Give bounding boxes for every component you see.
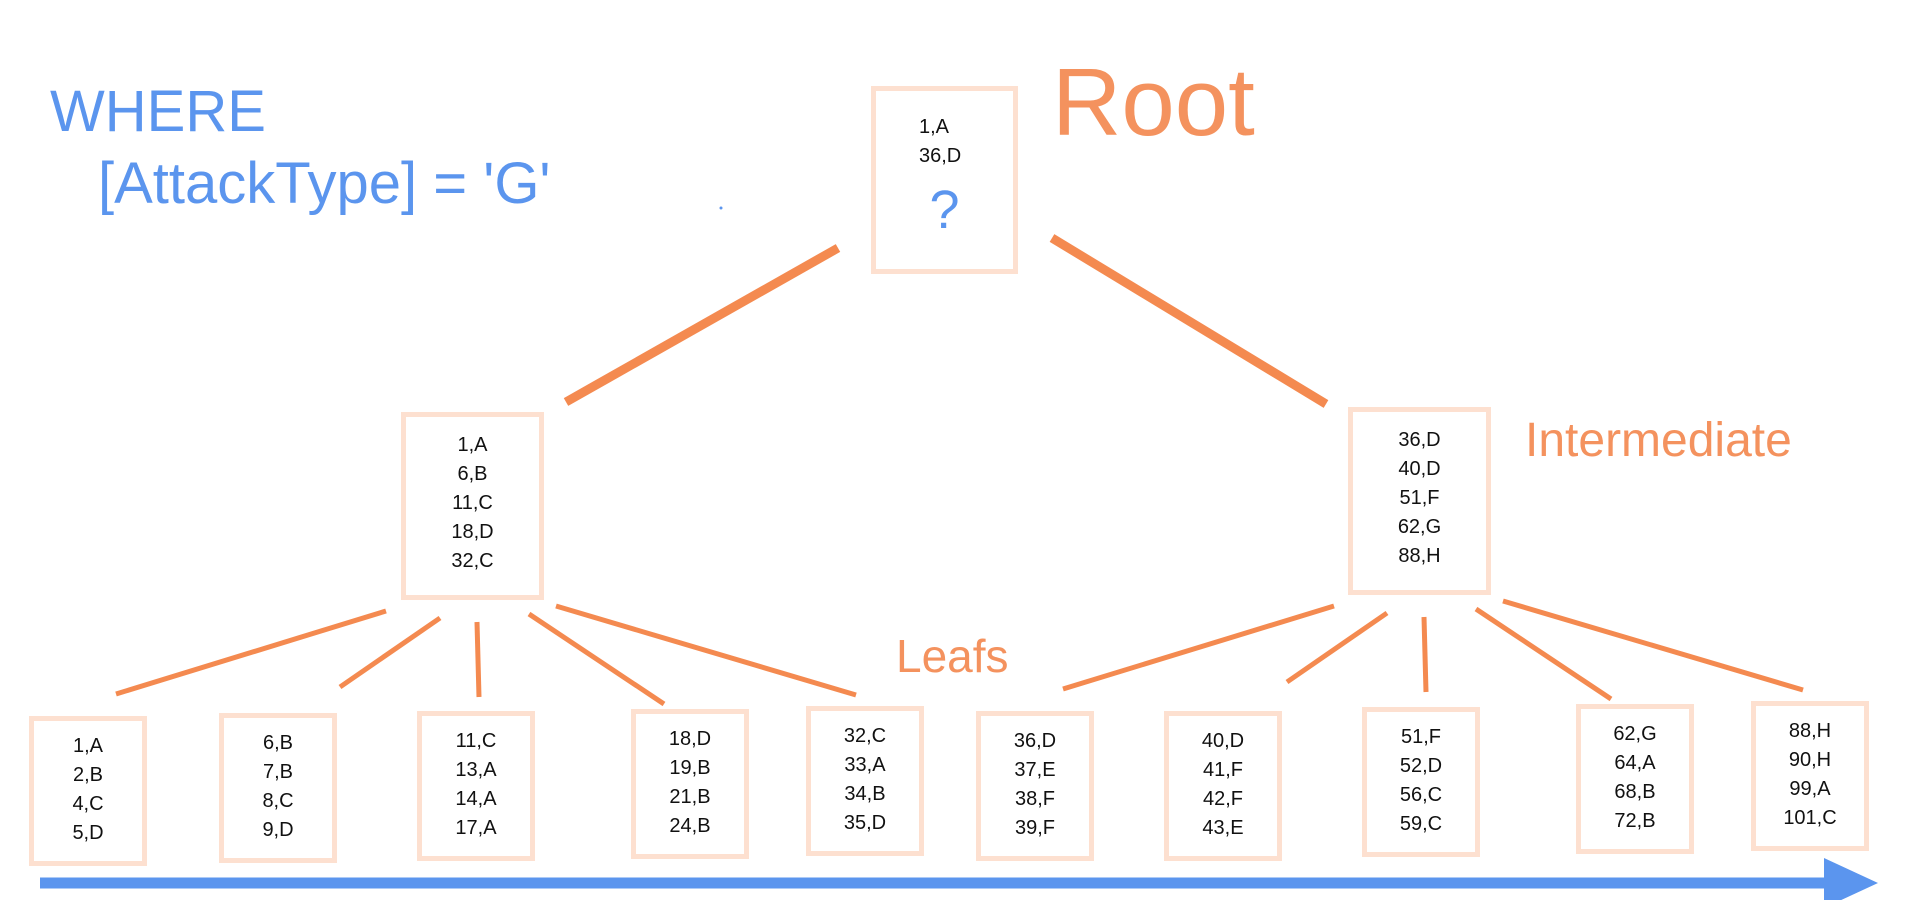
stray-dot bbox=[719, 206, 723, 210]
leaf-level-label: Leafs bbox=[896, 630, 1009, 682]
leaf-key: 6,B bbox=[262, 732, 294, 754]
edge-intermediate-right-to-leaf-9 bbox=[1474, 606, 1613, 702]
leaf-key: 72,B bbox=[1614, 810, 1656, 832]
leaf-key: 40,D bbox=[1201, 730, 1245, 752]
leaf-key: 32,C bbox=[843, 725, 887, 747]
edge-intermediate-right-to-leaf-6 bbox=[1062, 603, 1335, 692]
edge-intermediate-left-to-leaf-4 bbox=[527, 611, 666, 707]
leaf-node: 36,D 37,E 38,F 39,F bbox=[976, 711, 1094, 861]
leaf-key: 64,A bbox=[1614, 752, 1656, 774]
query-predicate: [AttackType] = 'G' bbox=[98, 151, 551, 216]
edge-intermediate-right-to-leaf-10 bbox=[1502, 598, 1804, 693]
root-level-label: Root bbox=[1052, 49, 1255, 156]
leaf-key: 4,C bbox=[72, 793, 104, 815]
leaf-node: 6,B 7,B 8,C 9,D bbox=[219, 713, 337, 863]
leaf-key: 43,E bbox=[1202, 817, 1244, 839]
edge-intermediate-right-to-leaf-8 bbox=[1421, 616, 1429, 693]
leaf-key: 56,C bbox=[1399, 784, 1443, 806]
leaf-key: 24,B bbox=[669, 815, 711, 837]
leaf-key: 34,B bbox=[844, 783, 886, 805]
leaf-node: 40,D 41,F 42,F 43,E bbox=[1164, 711, 1282, 861]
leaf-key: 42,F bbox=[1202, 788, 1244, 810]
intermediate-key: 6,B bbox=[457, 463, 488, 485]
intermediate-key: 32,C bbox=[451, 550, 494, 572]
intermediate-key: 40,D bbox=[1398, 458, 1441, 480]
edge-intermediate-right-to-leaf-7 bbox=[1285, 610, 1389, 685]
edge-intermediate-left-to-leaf-3 bbox=[474, 621, 482, 698]
leaf-node: 1,A 2,B 4,C 5,D bbox=[29, 716, 147, 866]
leaf-key: 33,A bbox=[844, 754, 886, 776]
scan-arrow-head bbox=[1824, 858, 1878, 900]
leaf-node: 62,G 64,A 68,B 72,B bbox=[1576, 704, 1694, 854]
leaf-key: 36,D bbox=[1013, 730, 1057, 752]
leaf-node: 32,C 33,A 34,B 35,D bbox=[806, 706, 924, 856]
root-node: 1,A 36,D ? bbox=[871, 86, 1018, 274]
leaf-key: 7,B bbox=[262, 761, 294, 783]
leaf-key: 14,A bbox=[455, 788, 497, 810]
leaf-node: 51,F 52,D 56,C 59,C bbox=[1362, 707, 1480, 857]
intermediate-key: 36,D bbox=[1398, 429, 1441, 451]
leaf-key: 8,C bbox=[262, 790, 294, 812]
leaf-key: 101,C bbox=[1783, 807, 1837, 829]
leaf-key: 11,C bbox=[455, 730, 497, 752]
leaf-key: 51,F bbox=[1400, 726, 1442, 748]
leaf-key: 90,H bbox=[1788, 749, 1832, 771]
leaf-key: 62,G bbox=[1613, 723, 1657, 745]
leaf-key: 68,B bbox=[1614, 781, 1656, 803]
leaf-key: 21,B bbox=[669, 786, 711, 808]
leaf-key: 35,D bbox=[843, 812, 887, 834]
leaf-node: 18,D 19,B 21,B 24,B bbox=[631, 709, 749, 859]
intermediate-key: 51,F bbox=[1399, 487, 1440, 509]
leaf-key: 38,F bbox=[1014, 788, 1056, 810]
leaf-key: 19,B bbox=[669, 757, 711, 779]
intermediate-key: 18,D bbox=[451, 521, 494, 543]
leaf-key: 2,B bbox=[72, 764, 104, 786]
leaf-key: 1,A bbox=[72, 735, 104, 757]
edge-intermediate-left-to-leaf-2 bbox=[338, 615, 442, 690]
edge-root-to-intermediate-left bbox=[563, 244, 841, 406]
leaf-key: 41,F bbox=[1202, 759, 1244, 781]
leaf-key: 18,D bbox=[668, 728, 712, 750]
leaf-key: 88,H bbox=[1788, 720, 1832, 742]
edge-root-to-intermediate-right bbox=[1049, 234, 1329, 408]
edge-intermediate-left-to-leaf-5 bbox=[555, 603, 857, 698]
leaf-key: 39,F bbox=[1014, 817, 1056, 839]
query-where-keyword: WHERE bbox=[50, 79, 266, 144]
leaf-key: 59,C bbox=[1399, 813, 1443, 835]
leaf-key: 52,D bbox=[1399, 755, 1443, 777]
root-key: 1,A bbox=[919, 116, 950, 138]
root-key: 36,D bbox=[919, 145, 962, 167]
intermediate-node-left: 1,A 6,B 11,C 18,D 32,C bbox=[401, 412, 544, 600]
leaf-key: 9,D bbox=[262, 819, 294, 841]
leaf-key: 99,A bbox=[1789, 778, 1831, 800]
intermediate-key: 11,C bbox=[452, 492, 493, 514]
intermediate-key: 88,H bbox=[1398, 545, 1441, 567]
leaf-node: 11,C 13,A 14,A 17,A bbox=[417, 711, 535, 861]
leaf-key: 5,D bbox=[72, 822, 104, 844]
intermediate-node-right: 36,D 40,D 51,F 62,G 88,H bbox=[1348, 407, 1491, 595]
leaf-key: 37,E bbox=[1014, 759, 1056, 781]
intermediate-key: 62,G bbox=[1397, 516, 1442, 538]
edge-intermediate-left-to-leaf-1 bbox=[115, 608, 387, 697]
leaf-key: 17,A bbox=[455, 817, 497, 839]
leaf-node: 88,H 90,H 99,A 101,C bbox=[1751, 701, 1869, 851]
intermediate-key: 1,A bbox=[457, 434, 488, 456]
intermediate-level-label: Intermediate bbox=[1525, 414, 1792, 467]
leaf-key: 13,A bbox=[455, 759, 497, 781]
root-unknown-marker: ? bbox=[929, 180, 960, 240]
